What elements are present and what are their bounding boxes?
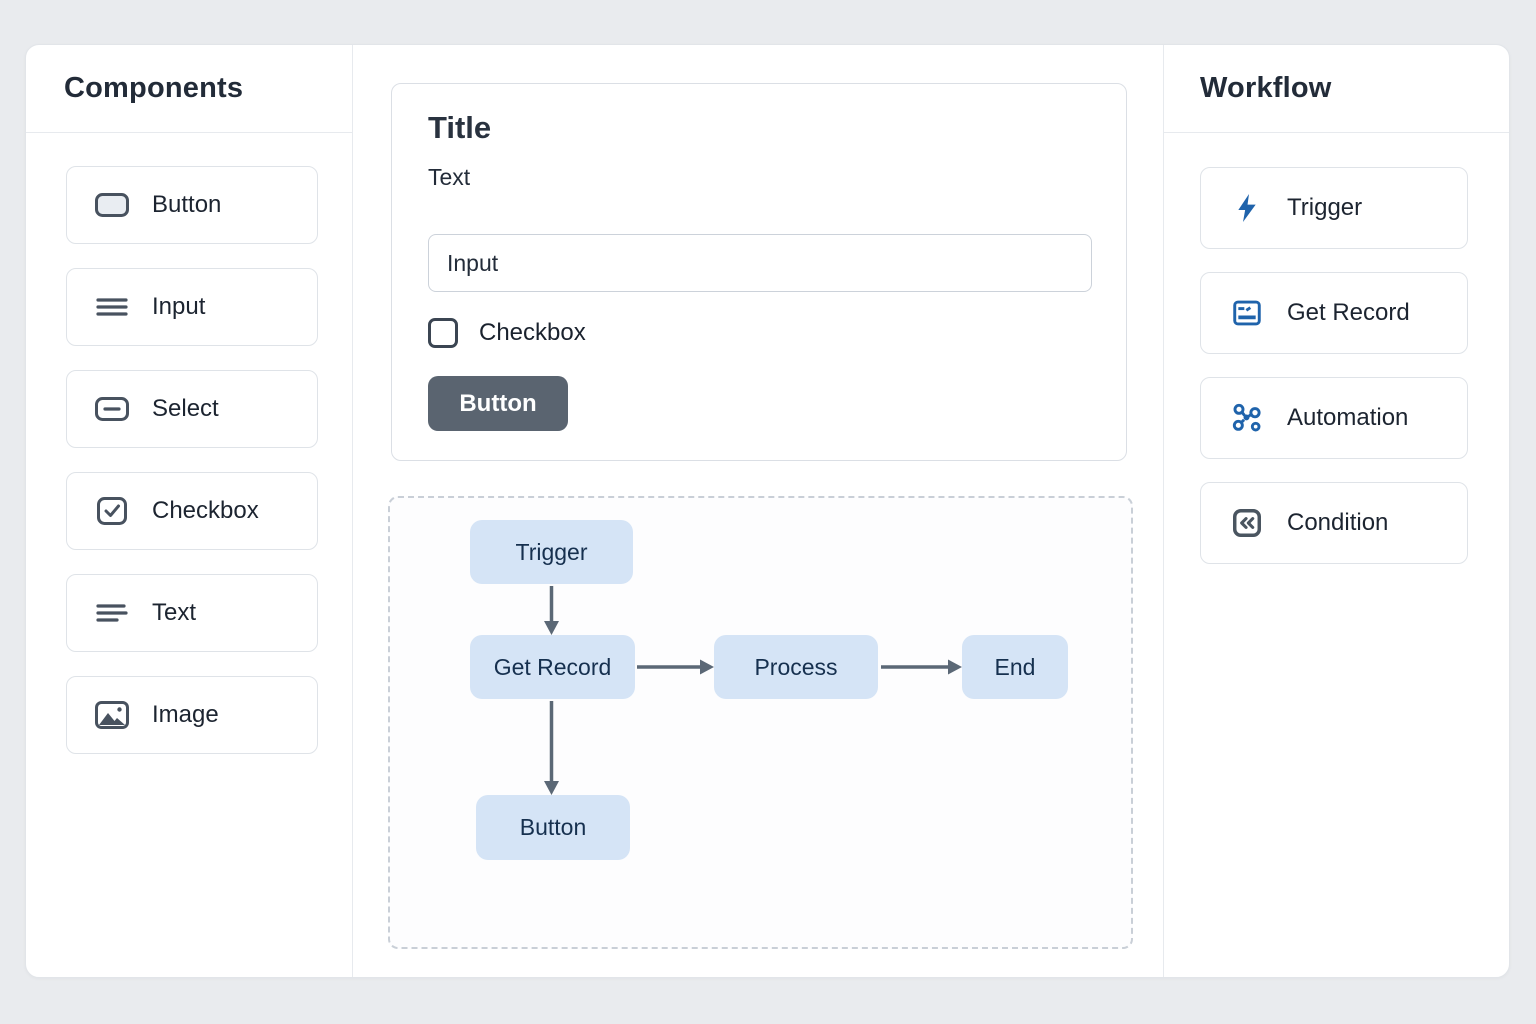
component-item-label: Text <box>152 599 197 626</box>
workflow-item-condition[interactable]: Condition <box>1200 482 1468 564</box>
edge-get-record-button <box>544 701 559 795</box>
workflow-item-label: Condition <box>1287 509 1389 536</box>
flow-edges <box>544 586 962 795</box>
components-list: Button Input Select <box>26 133 352 754</box>
workflow-panel-title: Workflow <box>1164 45 1509 133</box>
button-icon <box>95 193 129 217</box>
text-icon <box>96 604 128 622</box>
component-item-checkbox[interactable]: Checkbox <box>66 472 318 550</box>
form-checkbox-label: Checkbox <box>479 319 586 346</box>
flow-node-process[interactable]: Process <box>714 635 878 699</box>
workflow-list: Trigger Get Record <box>1164 133 1509 564</box>
condition-icon <box>1232 508 1261 537</box>
form-button[interactable]: Button <box>428 376 568 431</box>
component-item-image[interactable]: Image <box>66 676 318 754</box>
flow-node-button[interactable]: Button <box>476 795 630 860</box>
edge-trigger-get-record <box>544 586 559 635</box>
form-title: Title <box>428 110 492 145</box>
form-checkbox-row: Checkbox <box>428 318 1090 348</box>
lightning-icon <box>1238 194 1256 222</box>
flow-node-get-record[interactable]: Get Record <box>470 635 635 699</box>
image-icon <box>95 701 129 729</box>
edge-get-record-process <box>637 659 714 675</box>
form-preview-card: Title Text Checkbox Button <box>391 83 1127 461</box>
components-panel: Components Button Input <box>26 45 353 977</box>
form-checkbox[interactable] <box>428 318 458 348</box>
checkbox-icon <box>97 497 127 525</box>
workflow-item-label: Automation <box>1287 404 1409 431</box>
workflow-item-get-record[interactable]: Get Record <box>1200 272 1468 354</box>
edge-process-end <box>881 659 962 675</box>
automation-icon <box>1232 403 1261 432</box>
workflow-flow-canvas[interactable]: Trigger Get Record Process End Button <box>388 496 1133 949</box>
flow-node-end[interactable]: End <box>962 635 1068 699</box>
editor-canvas-column: Title Text Checkbox Button <box>353 45 1164 977</box>
flow-node-trigger[interactable]: Trigger <box>470 520 633 584</box>
component-item-input[interactable]: Input <box>66 268 318 346</box>
form-text-input[interactable] <box>428 234 1092 292</box>
workflow-panel: Workflow Trigger Get Record <box>1164 45 1509 977</box>
component-item-label: Image <box>152 701 219 728</box>
workflow-item-label: Get Record <box>1287 299 1410 326</box>
components-panel-title: Components <box>26 45 352 133</box>
workflow-item-label: Trigger <box>1287 194 1363 221</box>
workflow-item-trigger[interactable]: Trigger <box>1200 167 1468 249</box>
app-window: Components Button Input <box>25 44 1510 978</box>
component-item-label: Input <box>152 293 206 320</box>
component-item-button[interactable]: Button <box>66 166 318 244</box>
select-icon <box>95 397 129 421</box>
record-icon <box>1233 300 1261 326</box>
component-item-text[interactable]: Text <box>66 574 318 652</box>
component-item-label: Checkbox <box>152 497 259 524</box>
component-item-label: Select <box>152 395 219 422</box>
input-icon <box>96 298 128 316</box>
workflow-item-automation[interactable]: Automation <box>1200 377 1468 459</box>
form-text-label: Text <box>428 164 471 190</box>
component-item-select[interactable]: Select <box>66 370 318 448</box>
component-item-label: Button <box>152 191 222 218</box>
